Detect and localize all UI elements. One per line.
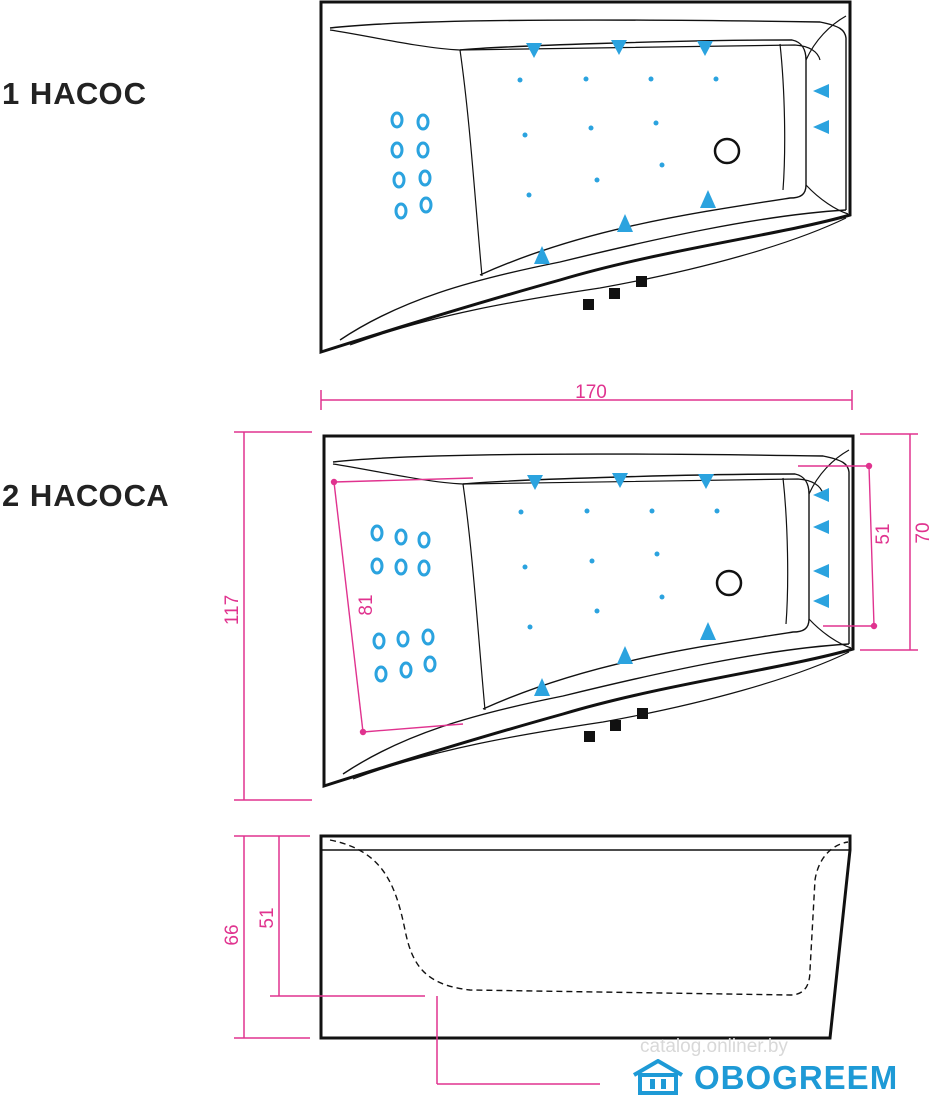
side-view bbox=[319, 834, 852, 1040]
dimension-side-overall bbox=[234, 835, 310, 1039]
dimension-right-inner-label: 51 bbox=[873, 523, 894, 544]
dimension-width bbox=[320, 390, 853, 410]
dimension-width-label: 170 bbox=[575, 382, 607, 403]
dimension-seat bbox=[330, 477, 474, 736]
drain-icon bbox=[713, 137, 741, 165]
watermark: catalog.onliner.by bbox=[640, 1036, 788, 1057]
top-view-1-pump bbox=[319, 0, 852, 354]
top-view-2-pumps bbox=[322, 434, 878, 788]
dimension-side-inner-label: 51 bbox=[257, 907, 278, 928]
back-jets bbox=[390, 111, 433, 220]
back-jets bbox=[370, 524, 437, 683]
dimension-side-inner bbox=[270, 836, 600, 1085]
brand-logo: OBOGREEM bbox=[630, 1055, 930, 1099]
dimension-height bbox=[234, 431, 312, 801]
air-jet-dots bbox=[518, 508, 720, 630]
control-button-icon bbox=[583, 276, 647, 310]
house-logo-icon bbox=[632, 1059, 684, 1095]
label-1-pump: 1 НАСОС bbox=[2, 76, 147, 111]
control-button-icon bbox=[584, 708, 648, 742]
jet-nozzle-icon bbox=[527, 473, 829, 696]
air-jet-dots bbox=[517, 76, 719, 198]
jet-nozzle-icon bbox=[526, 40, 829, 264]
dimension-side-overall-label: 66 bbox=[222, 924, 243, 945]
dimension-right-outer-label: 70 bbox=[913, 522, 934, 543]
dimension-height-label: 117 bbox=[222, 595, 243, 625]
brand-name: OBOGREEM bbox=[694, 1059, 899, 1096]
dimension-right-outer bbox=[860, 433, 918, 651]
drain-icon bbox=[715, 569, 743, 597]
dimension-seat-label: 81 bbox=[356, 594, 377, 615]
label-2-pumps: 2 НАСОСА bbox=[2, 478, 170, 513]
dimension-right-inner bbox=[798, 462, 878, 630]
